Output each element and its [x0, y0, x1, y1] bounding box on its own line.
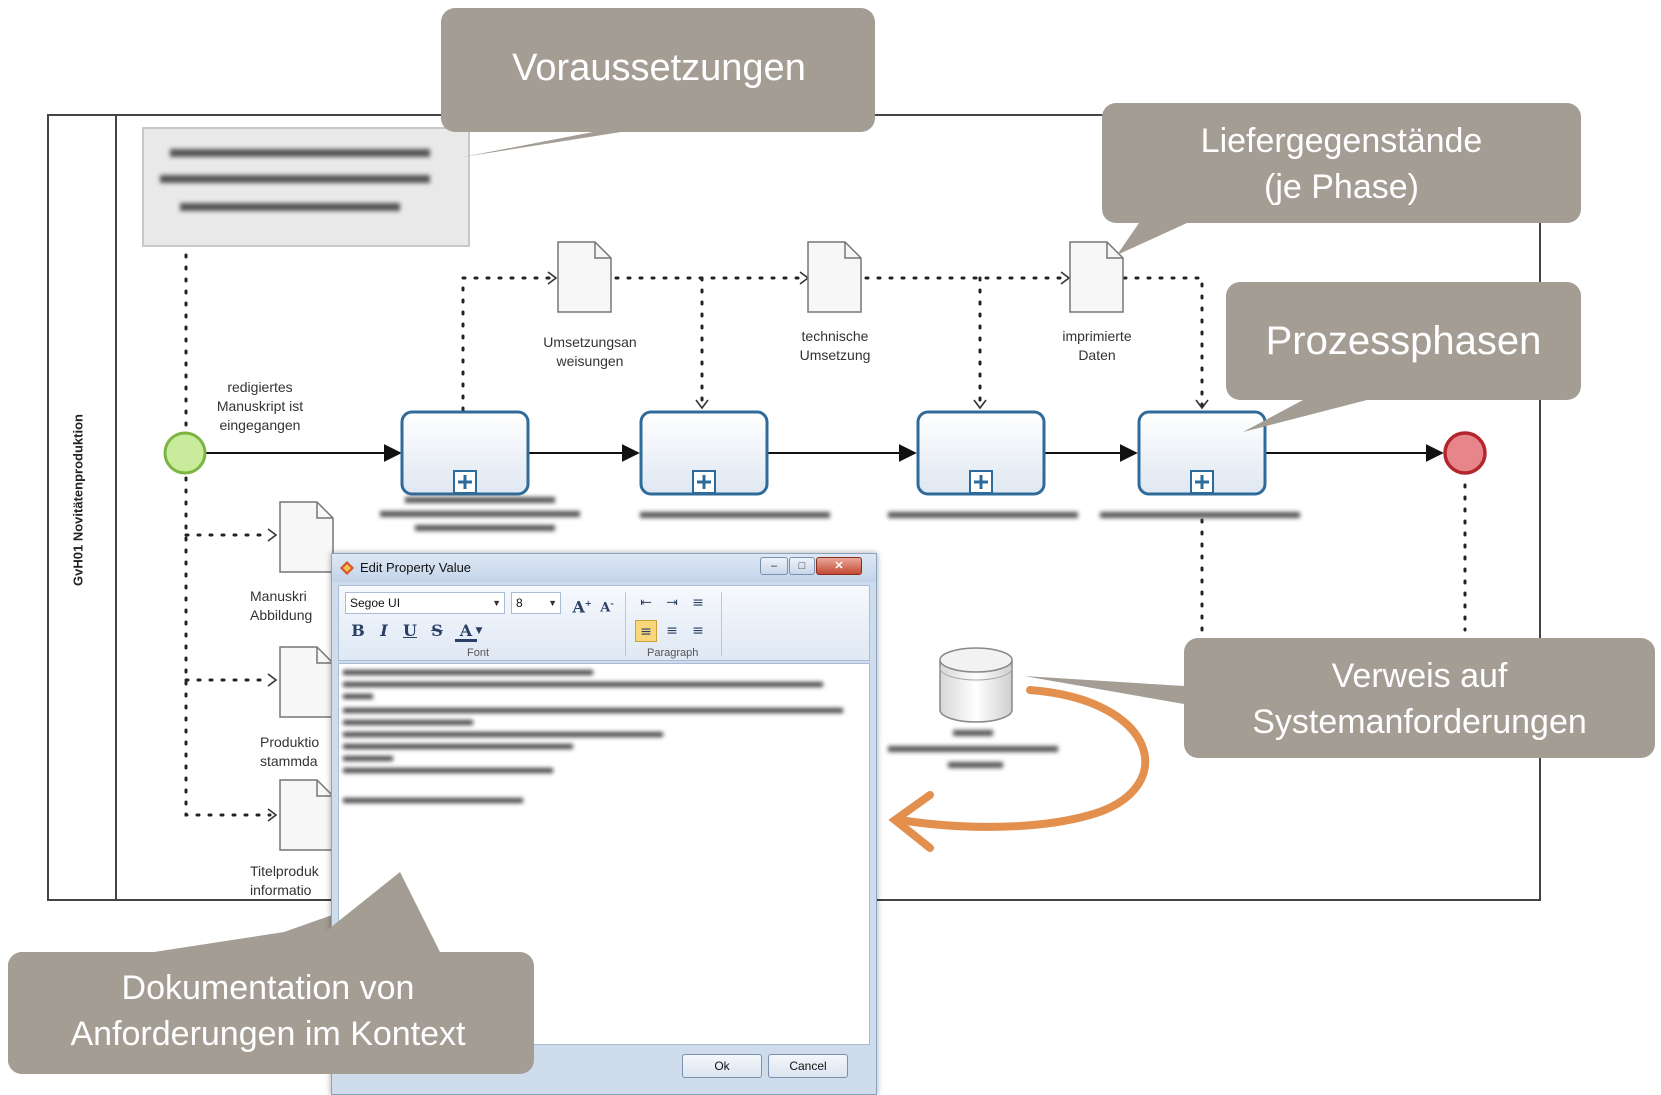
start-event: [163, 431, 207, 475]
document-icon: [279, 779, 334, 851]
expand-plus-icon: [1190, 470, 1214, 494]
formatting-ribbon: Segoe UI▼ 8▼ A+ A- B I U S A ▼ Font ⇤ ⇥ …: [338, 585, 870, 661]
decrease-indent-icon[interactable]: ⇤: [640, 595, 652, 611]
maximize-icon[interactable]: □: [789, 557, 815, 575]
document-icon: [279, 501, 334, 573]
document-icon: [557, 241, 612, 313]
start-event-label: redigiertes Manuskript ist eingegangen: [216, 379, 304, 433]
bullet-list-icon[interactable]: ≡: [692, 595, 704, 611]
callout-prozessphasen: [1226, 282, 1581, 432]
align-center-icon[interactable]: ≡: [666, 623, 678, 639]
italic-icon[interactable]: I: [380, 621, 388, 640]
expand-plus-icon: [453, 470, 477, 494]
app-diamond-icon: [340, 561, 354, 575]
chevron-down-icon: ▼: [492, 598, 501, 608]
close-icon[interactable]: ✕: [816, 557, 862, 575]
task-4-blurred-label: [1100, 512, 1300, 524]
paragraph-group-label: Paragraph: [647, 647, 699, 659]
data-objects: [279, 241, 1124, 851]
font-group-label: Font: [467, 647, 490, 659]
grow-font-icon[interactable]: A+: [572, 597, 592, 617]
datastore-blurred-label: [888, 730, 1068, 780]
ribbon-separator: [721, 592, 722, 656]
font-name-select[interactable]: Segoe UI▼: [345, 592, 505, 614]
task-3-blurred-label: [888, 512, 1078, 524]
ok-button[interactable]: Ok: [682, 1054, 762, 1078]
callout-liefergegenstaende: [1102, 103, 1581, 255]
chevron-down-icon[interactable]: ▼: [475, 626, 483, 636]
pool-label: GvH01 Novitätenproduktion: [70, 414, 86, 586]
cancel-button[interactable]: Cancel: [768, 1054, 848, 1078]
callout-prozessphasen-text: Prozessphasen: [1265, 319, 1542, 363]
callout-verweis-text: Verweis auf Systemanforderungen: [1252, 657, 1587, 741]
document-icon: [1069, 241, 1124, 313]
callout-liefergegenstaende-text: Liefergegenstände (je Phase): [1200, 122, 1483, 206]
dialog-titlebar[interactable]: Edit Property Value – □ ✕: [332, 554, 876, 582]
expand-plus-icon: [692, 470, 716, 494]
font-color-icon[interactable]: A: [455, 620, 477, 642]
increase-indent-icon[interactable]: ⇥: [666, 595, 678, 611]
reference-arrow: [888, 686, 1150, 852]
dialog-title: Edit Property Value: [360, 560, 472, 575]
callout-voraussetzungen-text: Voraussetzungen: [512, 47, 806, 89]
expand-plus-icon: [969, 470, 993, 494]
bold-icon[interactable]: B: [351, 621, 365, 640]
task-1-blurred-label: [380, 497, 580, 537]
align-right-icon[interactable]: ≡: [692, 623, 704, 639]
font-size-select[interactable]: 8▼: [511, 592, 561, 614]
shrink-font-icon[interactable]: A-: [600, 598, 614, 616]
underline-icon[interactable]: U: [403, 621, 417, 640]
association-arrowheads: [267, 271, 1209, 822]
callout-dokumentation-text: Dokumentation von Anforderungen im Konte…: [70, 969, 466, 1053]
precondition-box: [142, 127, 470, 247]
chevron-down-icon: ▼: [548, 598, 557, 608]
align-left-icon[interactable]: ≡: [635, 620, 657, 642]
database-icon: [939, 647, 1013, 723]
callout-verweis: [1024, 638, 1655, 758]
strikethrough-icon[interactable]: S: [431, 621, 443, 640]
task-2-blurred-label: [640, 512, 830, 524]
minimize-icon[interactable]: –: [760, 557, 788, 575]
document-icon: [807, 241, 862, 313]
callout-voraussetzungen: [441, 8, 875, 157]
subprocess-markers: [453, 470, 1214, 494]
precondition-blurred-text: [160, 145, 450, 235]
process-tasks: [400, 410, 1267, 496]
document-icon: [279, 646, 334, 718]
end-event: [1443, 431, 1487, 475]
ribbon-separator: [625, 592, 626, 656]
editor-blurred-text: [343, 670, 863, 820]
data-associations: [184, 253, 1467, 817]
